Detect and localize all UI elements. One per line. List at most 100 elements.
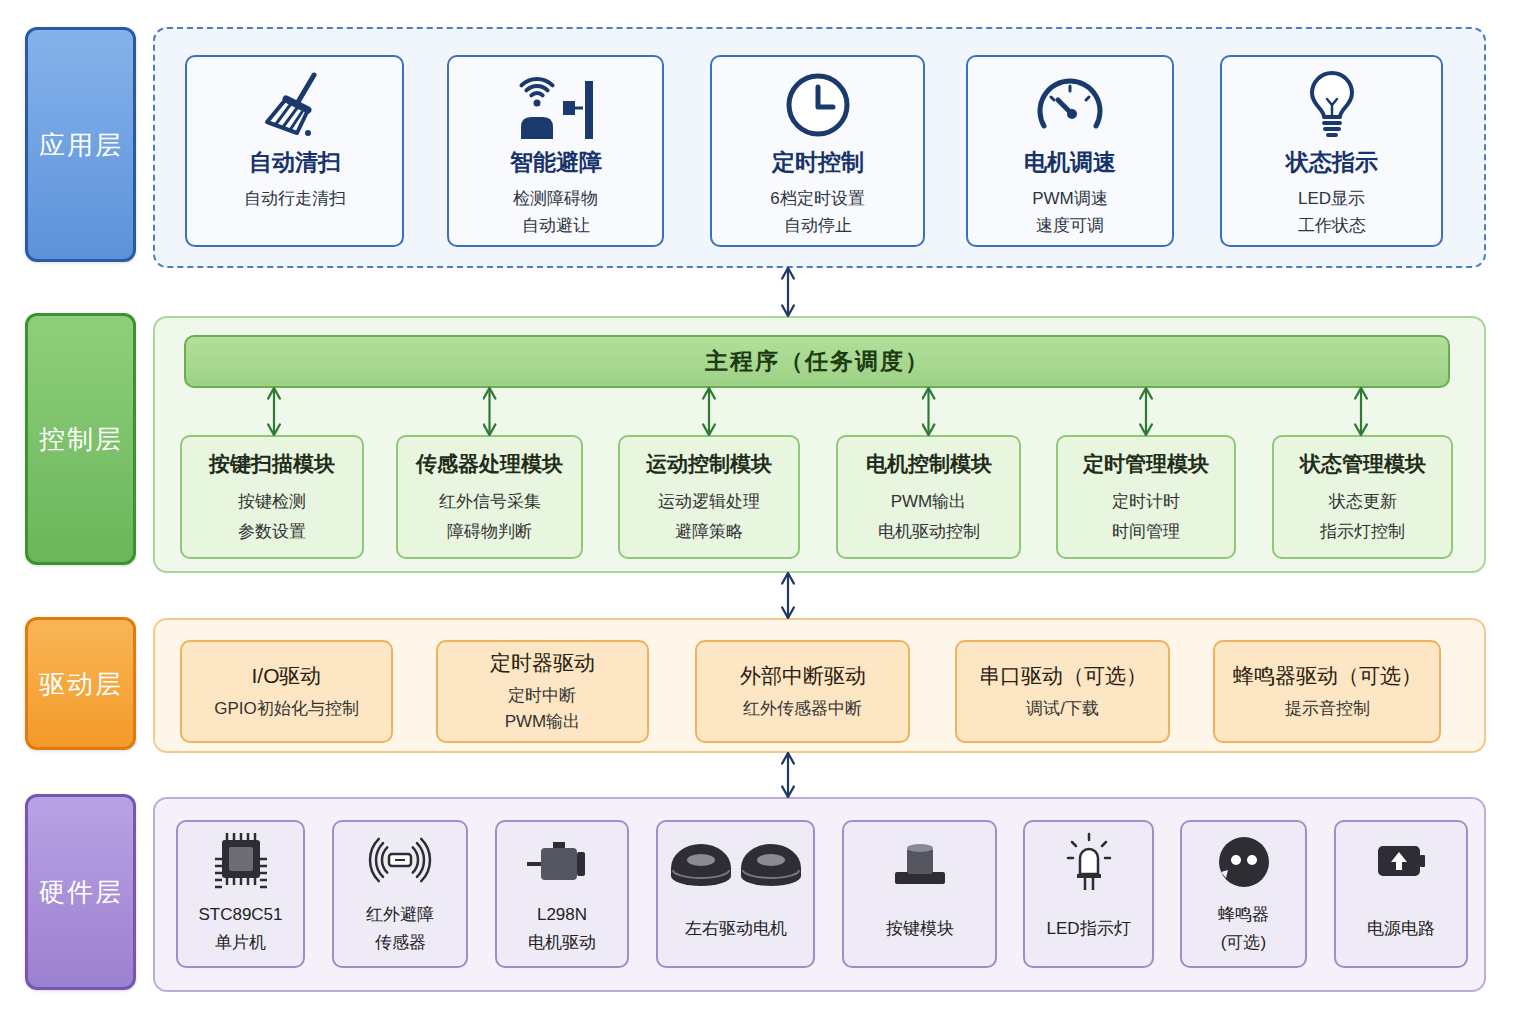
hardware-label: L298N 电机驱动 [528,901,596,957]
battery-icon [1356,830,1446,894]
ir-sensor [389,854,411,866]
module-title: 状态管理模块 [1300,449,1426,479]
icon-group [1378,846,1425,876]
control-module-box: 定时管理模块定时计时 时间管理 [1056,435,1236,559]
module-title: 电机控制模块 [866,449,992,479]
bulb-base [1324,123,1340,135]
wheel-hub [757,854,785,866]
ir-icon [355,830,445,894]
led-legs [1085,878,1093,890]
icon-group [1040,81,1100,126]
feature-box: 自动清扫自动行走清扫 [185,55,404,247]
icon-group [789,76,847,134]
control-module-box: 状态管理模块状态更新 指示灯控制 [1272,435,1453,559]
module-description: 红外信号采集 障碍物判断 [439,487,541,547]
feature-description: 6档定时设置 自动停止 [770,185,864,239]
hardware-label: 按键模块 [886,915,954,943]
layer-band: 自动清扫自动行走清扫 智能避障检测障碍物 自动避让 定时控制 6档定时设置 自动停止 电… [153,27,1486,268]
broom-handle [298,75,314,102]
module-description: 运动逻辑处理 避障策略 [658,487,760,547]
bulb-icon [1287,69,1377,141]
driver-box: 串口驱动（可选） 调试/下载 [955,640,1170,743]
wifi-icon [511,69,601,141]
main-program-title: 主程序（任务调度） [705,346,930,377]
buzzer-body [1219,837,1269,887]
driver-box: 外部中断驱动红外传感器中断 [695,640,910,743]
layer-title: 控制层 [39,423,123,455]
bulb-glass [1312,73,1352,117]
gauge-icon [1025,69,1115,141]
driver-description: GPIO初始化与控制 [214,696,359,722]
control-module-box: 传感器处理模块红外信号采集 障碍物判断 [396,435,583,559]
clock-face [789,76,847,134]
hardware-box: LED指示灯 [1023,820,1154,968]
layer-band: I/O驱动GPIO初始化与控制定时器驱动定时中断 PWM输出外部中断驱动红外传感… [153,618,1486,753]
main-program-bar: 主程序（任务调度） [184,335,1450,388]
layer-title: 硬件层 [39,876,123,908]
buzzer-notch [1221,870,1228,878]
feature-title: 状态指示 [1286,147,1378,177]
broom-head [267,99,308,133]
led-dome [1080,849,1098,874]
feature-description: LED显示 工作状态 [1298,185,1366,239]
module-description: 按键检测 参数设置 [238,487,306,547]
wheel-rim [673,870,729,878]
hardware-label: 电源电路 [1367,915,1435,943]
gauge-hub [1067,109,1077,119]
motor-terminal [553,842,565,848]
ir-sensor-line [395,859,405,861]
motor-body [541,848,577,880]
layer-label: 控制层 [25,313,136,565]
driver-title: 外部中断驱动 [740,662,866,690]
driver-box: 定时器驱动定时中断 PWM输出 [436,640,649,743]
broom-dust [305,130,311,136]
chip-icon [196,830,286,894]
feature-box: 状态指示 LED显示 工作状态 [1220,55,1443,247]
hardware-label: 红外避障 传感器 [366,901,434,957]
connector-arrow [787,753,789,797]
wheel-hub [687,854,715,866]
hardware-box: STC89C51 单片机 [176,820,305,968]
battery-body [1378,846,1420,876]
hardware-box: 红外避障 传感器 [332,820,468,968]
motor-cap [577,852,585,876]
buzzer-icon [1199,830,1289,894]
feature-description: 自动行走清扫 [244,185,346,212]
feature-title: 电机调速 [1024,147,1116,177]
driver-description: 定时中断 PWM输出 [505,683,581,735]
driver-description: 红外传感器中断 [743,696,862,722]
driver-title: 蜂鸣器驱动（可选） [1233,662,1422,690]
feature-description: 检测障碍物 自动避让 [513,185,598,239]
icon-group [521,79,593,139]
control-module-box: 电机控制模块PWM输出 电机驱动控制 [836,435,1021,559]
icon-group [1312,73,1352,135]
obstacle-wall [585,81,593,139]
driver-title: 定时器驱动 [490,649,595,677]
feature-title: 智能避障 [510,147,602,177]
buzzer-hole [1247,855,1257,865]
led-icon [1044,830,1134,894]
hardware-label: 左右驱动电机 [685,915,787,943]
module-description: 定时计时 时间管理 [1112,487,1180,547]
module-description: 状态更新 指示灯控制 [1320,487,1405,547]
hardware-label: STC89C51 单片机 [198,901,282,957]
motor-shaft [527,862,541,866]
feature-title: 定时控制 [772,147,864,177]
feature-title: 自动清扫 [249,147,341,177]
driver-title: I/O驱动 [251,662,321,690]
icon-group [1068,834,1110,890]
driver-title: 串口驱动（可选） [979,662,1147,690]
layer-label: 驱动层 [25,617,136,750]
hardware-box: 蜂鸣器 (可选) [1180,820,1307,968]
layer-label: 应用层 [25,27,136,262]
icon-group [671,844,801,886]
layer-title: 驱动层 [39,668,123,700]
broom-bristles [276,105,302,130]
button-top [907,844,933,852]
button-icon [875,830,965,894]
driver-description: 调试/下载 [1026,696,1099,722]
driver-description: 提示音控制 [1285,696,1370,722]
buzzer-hole [1231,855,1241,865]
wheels-icon [661,830,811,894]
